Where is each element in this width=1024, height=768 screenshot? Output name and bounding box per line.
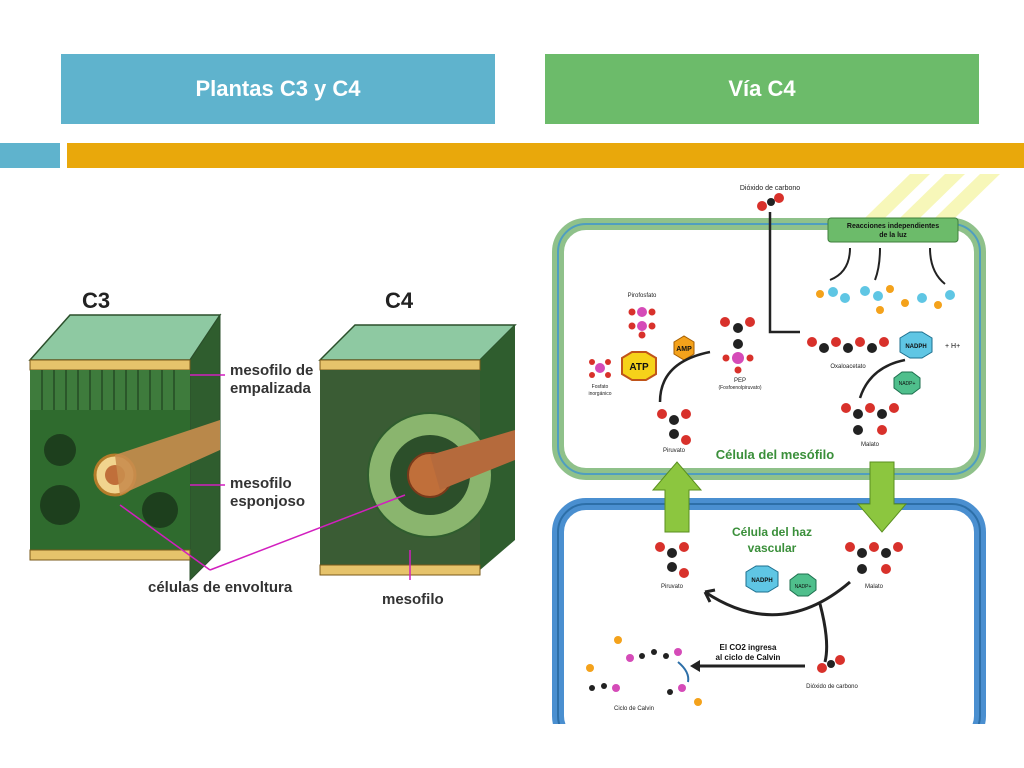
co2-enters-line2: al ciclo de Calvin <box>716 653 781 662</box>
atp-badge <box>621 351 657 381</box>
nadph-bottom-badge <box>745 565 779 593</box>
amp-badge <box>673 335 695 361</box>
accent-bar <box>67 143 1024 168</box>
light-independent-line2: de la luz <box>879 232 907 239</box>
c4-leaf-block <box>318 324 517 576</box>
leaf-anatomy-diagram: C3 C4 <box>28 288 517 608</box>
co2-bottom-label: Dióxido de carbono <box>806 684 858 690</box>
light-independent-line1: Reacciones independientes <box>847 223 939 230</box>
arrow-down-malate <box>856 461 908 533</box>
pyruvate-bottom-molecule <box>655 542 689 578</box>
right-title: Vía C4 <box>728 76 796 101</box>
co2-bottom-molecule <box>817 655 845 673</box>
arrow-up-pyruvate <box>651 461 703 533</box>
label-bundle-sheath: células de envoltura <box>148 579 293 596</box>
malate-top-label: Malato <box>861 442 880 448</box>
pyrophosphate-label: Pirofosfato <box>628 293 657 299</box>
calvin-cycle-molecules <box>586 636 702 706</box>
pyrophosphate-molecule <box>628 307 656 339</box>
nadp-label: NADP+ <box>899 381 916 387</box>
left-title: Plantas C3 y C4 <box>195 76 361 101</box>
label-spongy-line2: esponjoso <box>230 493 305 510</box>
h-plus-label: + H+ <box>945 343 960 350</box>
amp-label: AMP <box>676 346 692 353</box>
label-palisade-line2: empalizada <box>230 380 312 397</box>
pep-molecule <box>720 317 755 374</box>
left-title-banner: Plantas C3 y C4 <box>61 54 495 124</box>
oxaloacetate-label: Oxaloacetato <box>830 364 866 370</box>
pep-label-line2: (Fosfoenolpiruvato) <box>718 385 761 391</box>
right-title-banner: Vía C4 <box>545 54 979 124</box>
phosphate-molecule <box>589 359 611 378</box>
pyruvate-bottom-label: Piruvato <box>661 584 684 590</box>
pyruvate-top-molecule <box>657 409 691 445</box>
label-spongy-line1: mesofilo <box>230 475 292 492</box>
c3-leaf-block <box>28 313 222 582</box>
pep-label-line1: PEP <box>734 378 746 384</box>
mesophyll-cell-label: Célula del mesófilo <box>716 447 835 462</box>
nadph-badge <box>899 331 933 359</box>
label-mesophyll: mesofilo <box>382 591 444 608</box>
co2-top-label: Dióxido de carbono <box>740 185 800 192</box>
malate-top-molecule <box>841 403 899 435</box>
label-c3: C3 <box>82 288 110 313</box>
label-c4: C4 <box>385 288 414 313</box>
nadp-bottom-label: NADP+ <box>795 584 812 590</box>
malate-bottom-label: Malato <box>865 584 884 590</box>
malate-bottom-molecule <box>845 542 903 574</box>
bundle-cell-label-line1: Célula del haz <box>732 525 812 539</box>
nadph-label: NADPH <box>905 344 926 350</box>
phosphate-label-line1: Fosfato <box>592 384 609 390</box>
c4-pathway-diagram: Dióxido de carbono Reacciones independie… <box>552 174 1000 724</box>
light-independent-box <box>827 217 959 243</box>
phosphate-label-line2: inorgánico <box>588 391 611 397</box>
bundle-cell-label-line2: vascular <box>748 541 797 555</box>
oxaloacetate-molecule <box>807 337 889 353</box>
label-palisade-line1: mesofilo de <box>230 362 313 379</box>
energy-molecules <box>816 285 955 314</box>
accent-square <box>0 143 60 168</box>
pyruvate-top-label: Piruvato <box>663 448 686 454</box>
calvin-cycle-label: Ciclo de Calvin <box>614 706 654 712</box>
co2-enters-line1: El CO2 ingresa <box>720 643 777 652</box>
nadph-bottom-label: NADPH <box>751 578 772 584</box>
co2-top-molecule <box>757 193 784 211</box>
nadp-bottom-badge <box>789 573 817 597</box>
nadp-badge <box>893 371 921 395</box>
atp-label: ATP <box>629 362 649 373</box>
